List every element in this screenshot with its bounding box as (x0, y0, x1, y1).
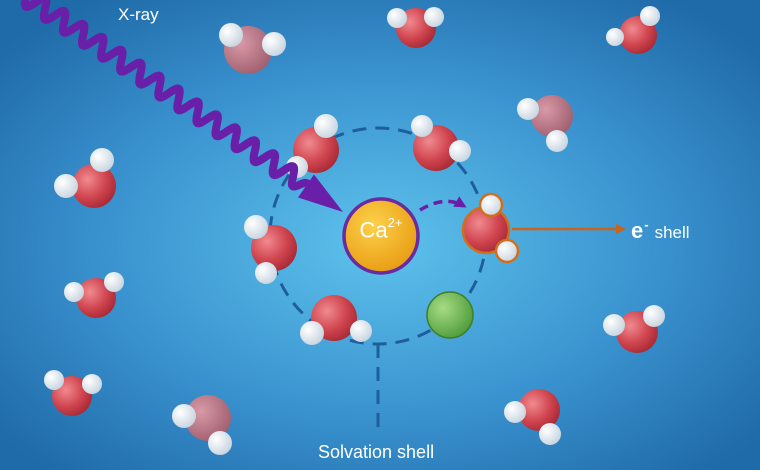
water-molecule-icon (44, 370, 102, 416)
water-molecule-icon (172, 395, 232, 455)
electron-suffix: shell (654, 223, 690, 242)
water-molecule-icon (219, 23, 286, 74)
calcium-ion-label: Ca2+ (343, 215, 419, 243)
xray-label: X-ray (118, 5, 159, 24)
energy-transfer-arrow (419, 196, 467, 212)
water-molecule-icon (244, 215, 297, 284)
ionized-water-molecule-icon (461, 192, 520, 264)
solvation-shell-label: Solvation shell (318, 442, 435, 462)
xray-wave-icon (20, 0, 316, 194)
electron-shell-label: e-shell (631, 216, 690, 244)
water-molecule-icon (54, 148, 116, 208)
ion-symbol: Ca (359, 217, 388, 243)
water-molecule-icon (603, 305, 665, 353)
water-molecule-icon (300, 295, 372, 345)
calcium-ion-icon (342, 197, 420, 275)
water-molecule-icon (606, 6, 660, 54)
electron-symbol: e (631, 218, 644, 243)
water-molecule-icon (411, 115, 471, 171)
water-molecule-icon (64, 272, 124, 318)
xray-arrowhead-icon (298, 174, 343, 212)
water-molecule-icon (504, 389, 561, 445)
water-molecule-icon (517, 95, 573, 152)
ion-charge: 2+ (387, 215, 403, 230)
water-molecule-icon (387, 7, 444, 48)
electron-charge: - (644, 216, 649, 232)
green-particle-icon (426, 291, 474, 339)
